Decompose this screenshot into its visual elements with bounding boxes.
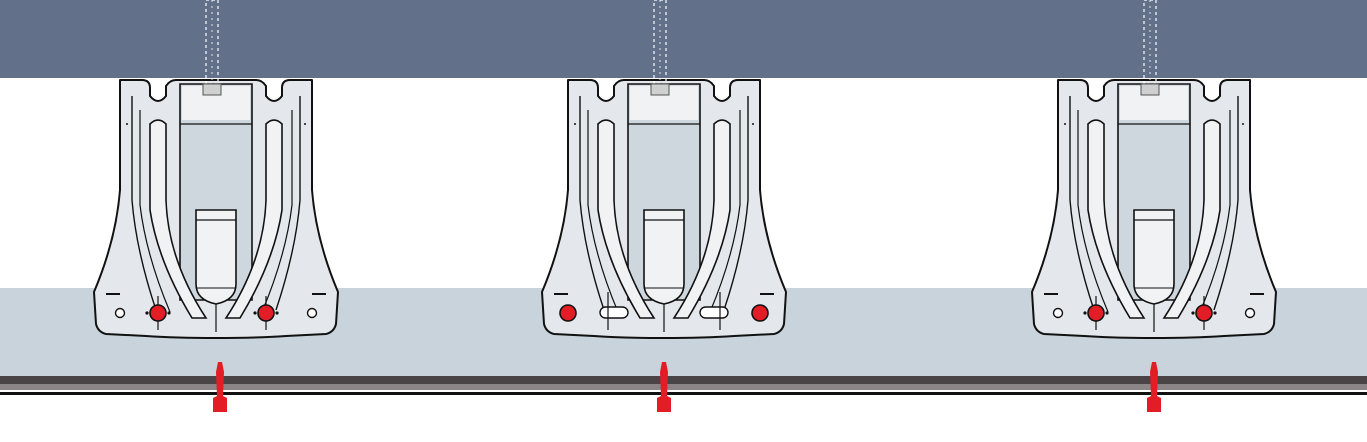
left-mid-rib — [139, 110, 171, 313]
floor-stripe-dark — [0, 376, 1367, 384]
bracket-units — [93, 0, 1277, 412]
top-beam — [0, 0, 1367, 78]
left-outer-rib — [131, 96, 157, 311]
left-adjust-slot — [599, 306, 629, 319]
left-small-hole — [114, 307, 126, 319]
screw-pin-left — [1191, 311, 1195, 315]
right-small-hole — [1244, 307, 1256, 319]
left-screw — [559, 304, 577, 322]
left-screw — [149, 304, 167, 322]
screw-pin-left — [253, 311, 257, 315]
anchor-plug — [213, 362, 227, 412]
right-screw — [751, 304, 769, 322]
dowel-left — [202, 0, 222, 96]
anchor-plug — [1147, 362, 1161, 412]
right-adjust-slot — [699, 306, 729, 319]
bracket-panel-highlight — [630, 86, 698, 120]
dowel-cap — [202, 83, 222, 96]
left-mid-rib — [1077, 110, 1109, 313]
right-screw — [257, 304, 275, 322]
right-mid-rib — [1199, 110, 1231, 313]
inspection-slot — [643, 209, 685, 305]
right-rib-channel — [224, 119, 283, 319]
inspection-slot — [1133, 209, 1175, 305]
bracket-right — [1031, 79, 1277, 339]
inspection-slot — [195, 209, 237, 305]
left-rib-channel — [1087, 119, 1146, 319]
anchor-left — [213, 362, 227, 412]
anchor-plug — [657, 362, 671, 412]
left-rib-channel — [597, 119, 656, 319]
floor-edge-line — [0, 392, 1367, 395]
right-mid-rib — [261, 110, 293, 313]
bracket-center — [541, 79, 787, 339]
left-mid-rib — [587, 110, 619, 313]
bracket-left — [93, 79, 339, 339]
left-outer-rib — [1069, 96, 1095, 311]
left-outer-rib — [579, 96, 605, 311]
right-small-hole — [306, 307, 318, 319]
bracket-panel-highlight — [1120, 86, 1188, 120]
right-rib-channel — [672, 119, 731, 319]
bracket-panel-highlight — [182, 86, 250, 120]
right-outer-rib — [723, 96, 749, 311]
floor-stripe-mid — [0, 384, 1367, 390]
dowel-cap — [650, 83, 670, 96]
left-small-hole — [1052, 307, 1064, 319]
right-outer-rib — [275, 96, 301, 311]
screw-pin-left — [145, 311, 149, 315]
dowel-center — [650, 0, 670, 96]
right-mid-rib — [709, 110, 741, 313]
anchor-center — [657, 362, 671, 412]
anchor-right — [1147, 362, 1161, 412]
right-rib-channel — [1162, 119, 1221, 319]
left-screw — [1087, 304, 1105, 322]
left-rib-channel — [149, 119, 208, 319]
screw-pin-right — [1105, 311, 1109, 315]
dowel-right — [1140, 0, 1160, 96]
right-screw — [1195, 304, 1213, 322]
screw-pin-right — [275, 311, 279, 315]
screw-pin-right — [1213, 311, 1217, 315]
right-outer-rib — [1213, 96, 1239, 311]
dowel-cap — [1140, 83, 1160, 96]
screw-pin-right — [167, 311, 171, 315]
screw-pin-left — [1083, 311, 1087, 315]
